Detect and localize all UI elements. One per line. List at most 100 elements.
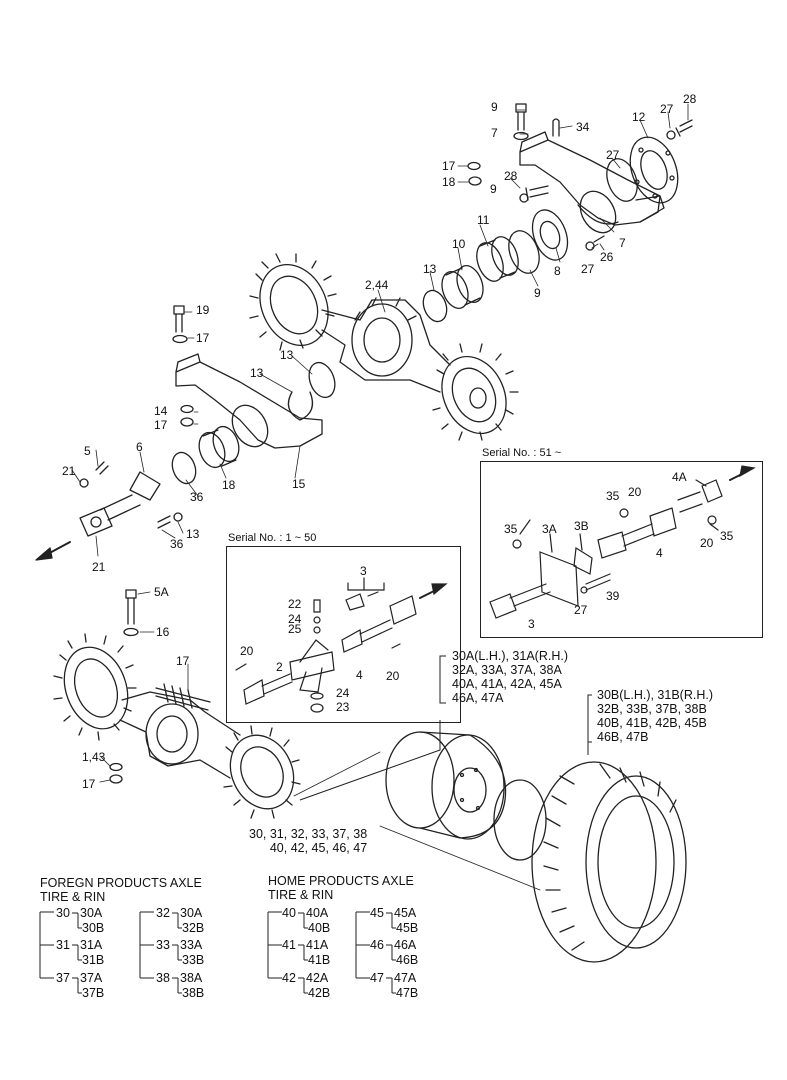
ring-13-left bbox=[171, 451, 197, 485]
legend-foreign-sub-31-a: 31A bbox=[80, 938, 103, 952]
callout-main-14: 8 bbox=[554, 264, 561, 278]
callout-serial1-3: 25 bbox=[288, 622, 302, 636]
nut-18-top bbox=[468, 176, 482, 186]
callout-main-37: 17 bbox=[176, 654, 190, 668]
ring-13-top bbox=[422, 289, 448, 323]
callout-main-33: 36 bbox=[170, 537, 184, 551]
callout-serial1-0: 3 bbox=[360, 564, 367, 578]
callout-serial2-9: 39 bbox=[606, 589, 620, 603]
callout-main-6: 17 bbox=[442, 159, 456, 173]
seal-9-top bbox=[606, 158, 638, 202]
callout-serial2-2: 20 bbox=[628, 485, 642, 499]
nut-17-left bbox=[180, 404, 194, 414]
callout-main-23: 13 bbox=[250, 366, 264, 380]
callout-main-35: 5A bbox=[154, 585, 169, 599]
callout-main-11: 11 bbox=[477, 213, 490, 227]
ring-13-center bbox=[308, 361, 336, 399]
callout-main-0: 9 bbox=[491, 100, 498, 114]
callout-serial2-6: 20 bbox=[700, 536, 714, 550]
propeller-shaft-1-43 bbox=[155, 683, 211, 711]
callout-main-29: 5 bbox=[84, 444, 91, 458]
legend-foreign-sub-37-b: 37B bbox=[82, 986, 105, 1000]
bolt-21-top bbox=[95, 461, 109, 475]
nut-18-lower bbox=[109, 774, 123, 784]
lock-plate-8 bbox=[531, 209, 569, 261]
callout-serial1-8: 24 bbox=[336, 686, 350, 700]
callout-main-15: 26 bbox=[600, 250, 614, 264]
legend-foreign-sub-38-a: 38A bbox=[180, 971, 203, 985]
legend-home-sub-47-b: 47B bbox=[396, 986, 419, 1000]
o-ring bbox=[493, 779, 547, 861]
callout-main-34: 21 bbox=[92, 560, 106, 574]
legend-home-sub-46-b: 46B bbox=[396, 953, 419, 967]
wheel-rim bbox=[385, 731, 507, 840]
callout-serial2-3: 35 bbox=[504, 522, 518, 536]
nut-36-bottom bbox=[173, 512, 183, 522]
legend-foreign-sub-37-a: 37A bbox=[80, 971, 103, 985]
legend-foreign-group-31: 31 bbox=[56, 938, 70, 952]
callout-main-13: 13 bbox=[423, 262, 437, 276]
legend-home-group-45: 45 bbox=[370, 906, 384, 920]
washer-27-top bbox=[666, 130, 676, 140]
serial-box-51 bbox=[480, 461, 763, 638]
leader-lines bbox=[71, 103, 689, 891]
legend-home-sub-45-b: 45B bbox=[396, 921, 419, 935]
callout-main-21: 19 bbox=[196, 303, 210, 317]
callout-main-19: 2,44 bbox=[365, 278, 389, 292]
callout-serial1-1: 22 bbox=[288, 597, 302, 611]
callout-main-36: 16 bbox=[156, 625, 170, 639]
callout-serial1-6: 4 bbox=[356, 668, 363, 682]
legend-foreign-sub-32-a: 30A bbox=[180, 906, 203, 920]
callout-serial2-0: 4A bbox=[672, 470, 687, 484]
callout-serial2-8: 4 bbox=[656, 546, 663, 560]
callout-serial2-4: 3A bbox=[542, 522, 557, 536]
serial-label-1-50: Serial No. : 1 ~ 50 bbox=[228, 532, 317, 544]
callout-main-7: 18 bbox=[442, 175, 456, 189]
legend-foreign-group-30: 30 bbox=[56, 906, 70, 920]
callout-main-20: 13 bbox=[280, 348, 294, 362]
bolt-19 bbox=[173, 305, 185, 333]
callout-main-27: 15 bbox=[292, 477, 306, 491]
callout-main-22: 17 bbox=[196, 331, 210, 345]
legend-foreign-sub-33-a: 33A bbox=[180, 938, 203, 952]
bolt-28-top bbox=[675, 119, 693, 137]
legend-foreign-sub-32-b: 32B bbox=[182, 921, 205, 935]
legend-foreign-sub-30-b: 30B bbox=[82, 921, 105, 935]
nut-18-left bbox=[180, 417, 194, 427]
legend-home-title: HOME PRODUCTS AXLE TIRE & RIN bbox=[268, 874, 414, 902]
bushing-15 bbox=[198, 425, 240, 469]
callout-main-28: 6 bbox=[136, 440, 143, 454]
callout-main-26: 18 bbox=[222, 478, 236, 492]
legend-foreign-group-33: 33 bbox=[156, 938, 170, 952]
legend-foreign-sub-31-b: 31B bbox=[82, 953, 105, 967]
legend-home-sub-42-a: 42A bbox=[306, 971, 329, 985]
legend-foreign-sub-33-b: 33B bbox=[182, 953, 205, 967]
plate-12 bbox=[629, 136, 679, 204]
serial-label-51: Serial No. : 51 ~ bbox=[482, 447, 562, 459]
propeller-shaft-5 bbox=[79, 471, 161, 537]
legend-home-sub-46-a: 46A bbox=[394, 938, 417, 952]
legend-home-group-42: 42 bbox=[282, 971, 296, 985]
axle-housing-center bbox=[249, 253, 519, 441]
bolt-26 bbox=[593, 235, 605, 243]
washer-7-top bbox=[513, 131, 529, 141]
callout-main-30: 21 bbox=[62, 464, 76, 478]
bolt-21-bottom bbox=[157, 515, 171, 529]
pin-34 bbox=[552, 118, 560, 137]
callout-serial1-4: 20 bbox=[240, 644, 254, 658]
callout-main-3: 12 bbox=[632, 110, 646, 124]
callout-main-18: 9 bbox=[534, 286, 541, 300]
legend-home-sub-45-a: 45A bbox=[394, 906, 417, 920]
legend-home-sub-42-b: 42B bbox=[308, 986, 331, 1000]
callout-main-24: 14 bbox=[154, 404, 168, 418]
callout-serial1-7: 20 bbox=[386, 669, 400, 683]
callout-main-16: 27 bbox=[581, 262, 595, 276]
callout-serial1-2: 24 bbox=[288, 612, 302, 626]
washer-27-right bbox=[585, 241, 595, 251]
legend-foreign-group-32: 32 bbox=[156, 906, 170, 920]
callout-main-32: 13 bbox=[186, 527, 200, 541]
legend-home-sub-41-b: 41B bbox=[308, 953, 331, 967]
callout-main-39: 17 bbox=[82, 777, 96, 791]
tire-block-b: 30B(L.H.), 31B(R.H.) 32B, 33B, 37B, 38B … bbox=[597, 688, 714, 744]
